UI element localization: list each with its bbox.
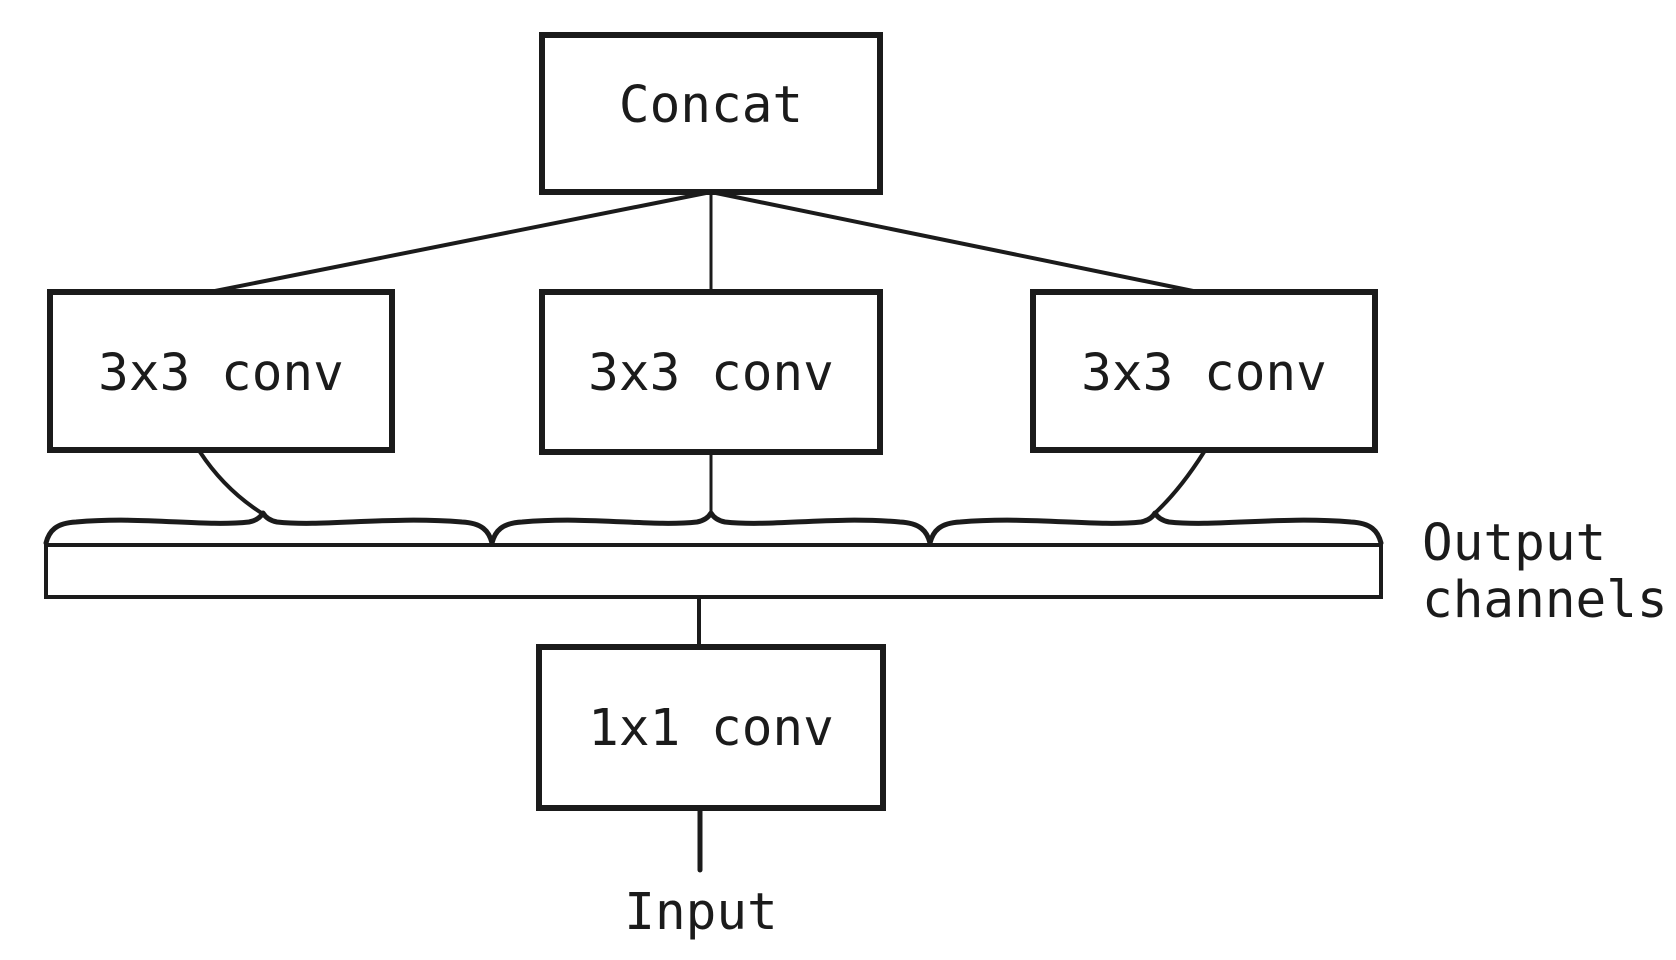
conv1x1-box	[536, 644, 886, 811]
conv3x3-middle-label: 3x3 conv	[588, 344, 834, 403]
input-label: Input	[624, 883, 778, 942]
brace-right	[927, 510, 1384, 546]
edge-conv-right-to-brace	[1152, 450, 1206, 516]
conv3x3-middle-box	[539, 289, 883, 455]
conv3x3-right-box	[1030, 289, 1378, 453]
output-channels-bar	[44, 543, 1383, 599]
brace-middle	[489, 510, 933, 546]
concat-label: Concat	[619, 76, 803, 135]
edge-concat-to-conv-right	[709, 190, 1200, 294]
output-channels-label-line1: Output	[1422, 514, 1606, 573]
concat-box	[539, 32, 883, 195]
edge-concat-to-conv-left	[208, 190, 713, 294]
conv1x1-label: 1x1 conv	[588, 699, 834, 758]
conv3x3-left-label: 3x3 conv	[98, 344, 344, 403]
conv3x3-left-box	[47, 289, 395, 453]
edge-conv-left-to-brace	[198, 450, 265, 516]
output-channels-label-line2: channels	[1422, 571, 1668, 630]
brace-left	[43, 510, 495, 546]
conv3x3-right-label: 3x3 conv	[1081, 344, 1327, 403]
